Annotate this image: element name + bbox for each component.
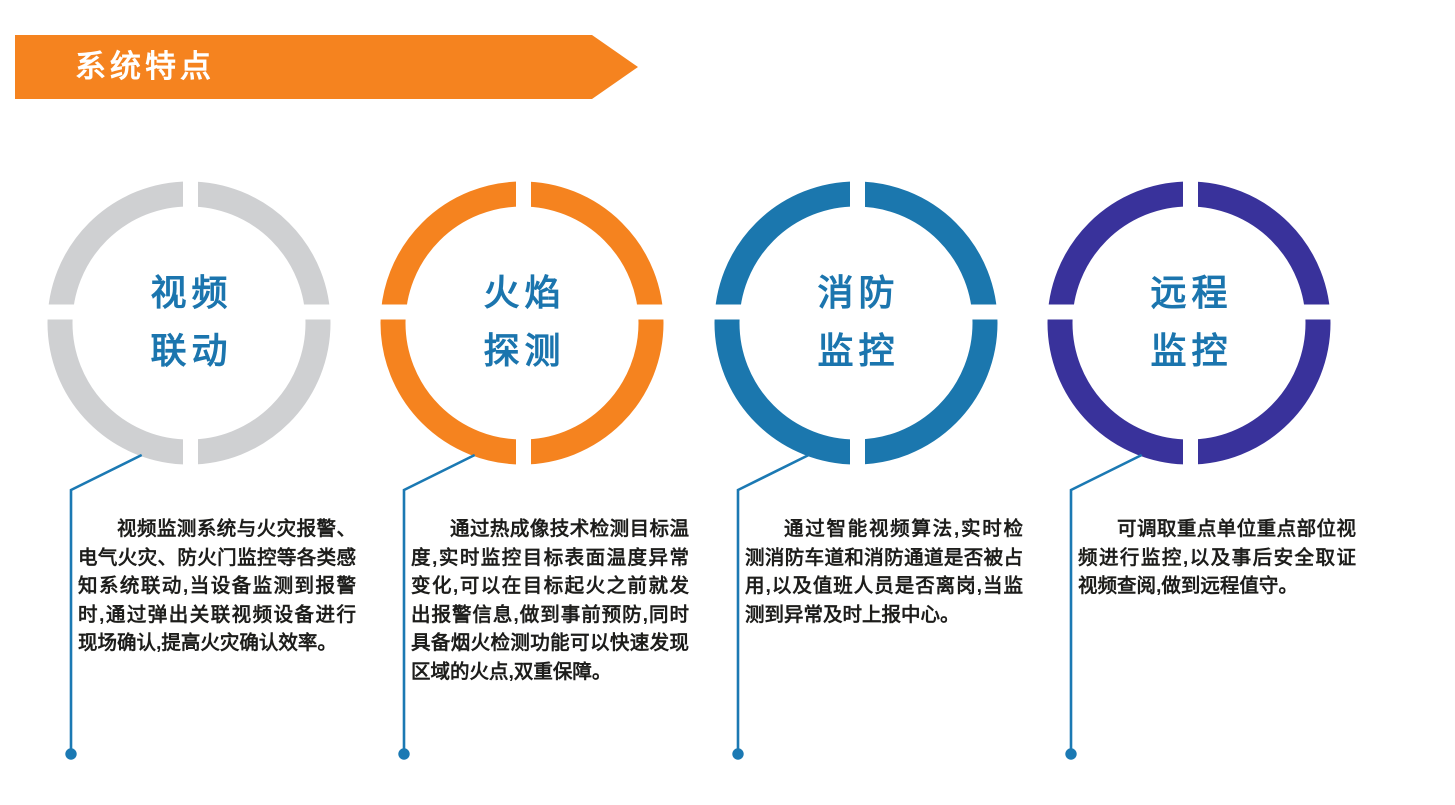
ring-gap-top <box>850 173 865 219</box>
connector-dot <box>398 748 410 760</box>
ring-gap-right <box>960 304 1006 320</box>
segmented-ring <box>372 173 672 473</box>
feature-description: 通过智能视频算法,实时检测消防车道和消防通道是否被占用,以及值班人员是否离岗,当… <box>745 518 1023 626</box>
connector <box>65 453 143 760</box>
feature-title: 火焰 探测 <box>372 264 672 380</box>
feature-title-line1: 消防 <box>817 272 900 313</box>
feature-description: 可调取重点单位重点部位视频进行监控,以及事后安全取证视频查阅,做到远程值守。 <box>1078 518 1356 597</box>
feature-column-flame-detection: 火焰 探测 通过热成像技术检测目标温度,实时监控目标表面温度异常变化,可以在目标… <box>372 0 702 805</box>
ring-gap-left <box>39 304 85 320</box>
segmented-ring <box>706 173 1006 473</box>
feature-title-line2: 监控 <box>817 330 900 371</box>
connector-dot <box>732 748 744 760</box>
feature-title-line2: 联动 <box>150 330 233 371</box>
connector <box>732 453 810 760</box>
header-banner-arrow: 系统特点 <box>15 35 638 99</box>
feature-column-video-linkage: 视频 联动 视频监测系统与火灾报警、电气火灾、防火门监控等各类感知系统联动,当设… <box>39 0 369 805</box>
connector-dot <box>65 748 77 760</box>
connector-line <box>1069 453 1143 754</box>
feature-column-remote-monitoring: 远程 监控 可调取重点单位重点部位视频进行监控,以及事后安全取证视频查阅,做到远… <box>1039 0 1369 805</box>
segmented-ring <box>1039 173 1339 473</box>
ring-gap-top <box>183 173 198 219</box>
page-title: 系统特点 <box>75 49 215 84</box>
feature-description: 视频监测系统与火灾报警、电气火灾、防火门监控等各类感知系统联动,当设备监测到报警… <box>78 518 356 654</box>
feature-title-line1: 火焰 <box>483 272 566 313</box>
ring-gap-bottom <box>516 427 531 473</box>
ring-gap-right <box>1293 304 1339 320</box>
ring-gap-left <box>1039 304 1085 320</box>
feature-title: 远程 监控 <box>1039 264 1339 380</box>
connector-line <box>736 453 810 754</box>
feature-title-line2: 探测 <box>483 330 566 371</box>
feature-description: 通过热成像技术检测目标温度,实时监控目标表面温度异常变化,可以在目标起火之前就发… <box>411 518 689 683</box>
ring-gap-bottom <box>1183 427 1198 473</box>
ring-gap-top <box>516 173 531 219</box>
ring-gap-bottom <box>183 427 198 473</box>
connector <box>1065 453 1143 760</box>
feature-title-line2: 监控 <box>1150 330 1233 371</box>
connector-line <box>402 453 476 754</box>
ring-gap-bottom <box>850 427 865 473</box>
feature-title-line1: 视频 <box>150 272 233 313</box>
feature-title-line1: 远程 <box>1150 272 1233 313</box>
ring-gap-right <box>626 304 672 320</box>
connector <box>398 453 476 760</box>
feature-title: 消防 监控 <box>706 264 1006 380</box>
feature-title: 视频 联动 <box>39 264 339 380</box>
ring-gap-left <box>706 304 752 320</box>
feature-column-fire-monitoring: 消防 监控 通过智能视频算法,实时检测消防车道和消防通道是否被占用,以及值班人员… <box>706 0 1036 805</box>
ring-gap-right <box>293 304 339 320</box>
connector-line <box>69 453 143 754</box>
ring-gap-top <box>1183 173 1198 219</box>
segmented-ring <box>39 173 339 473</box>
ring-gap-left <box>372 304 418 320</box>
connector-dot <box>1065 748 1077 760</box>
